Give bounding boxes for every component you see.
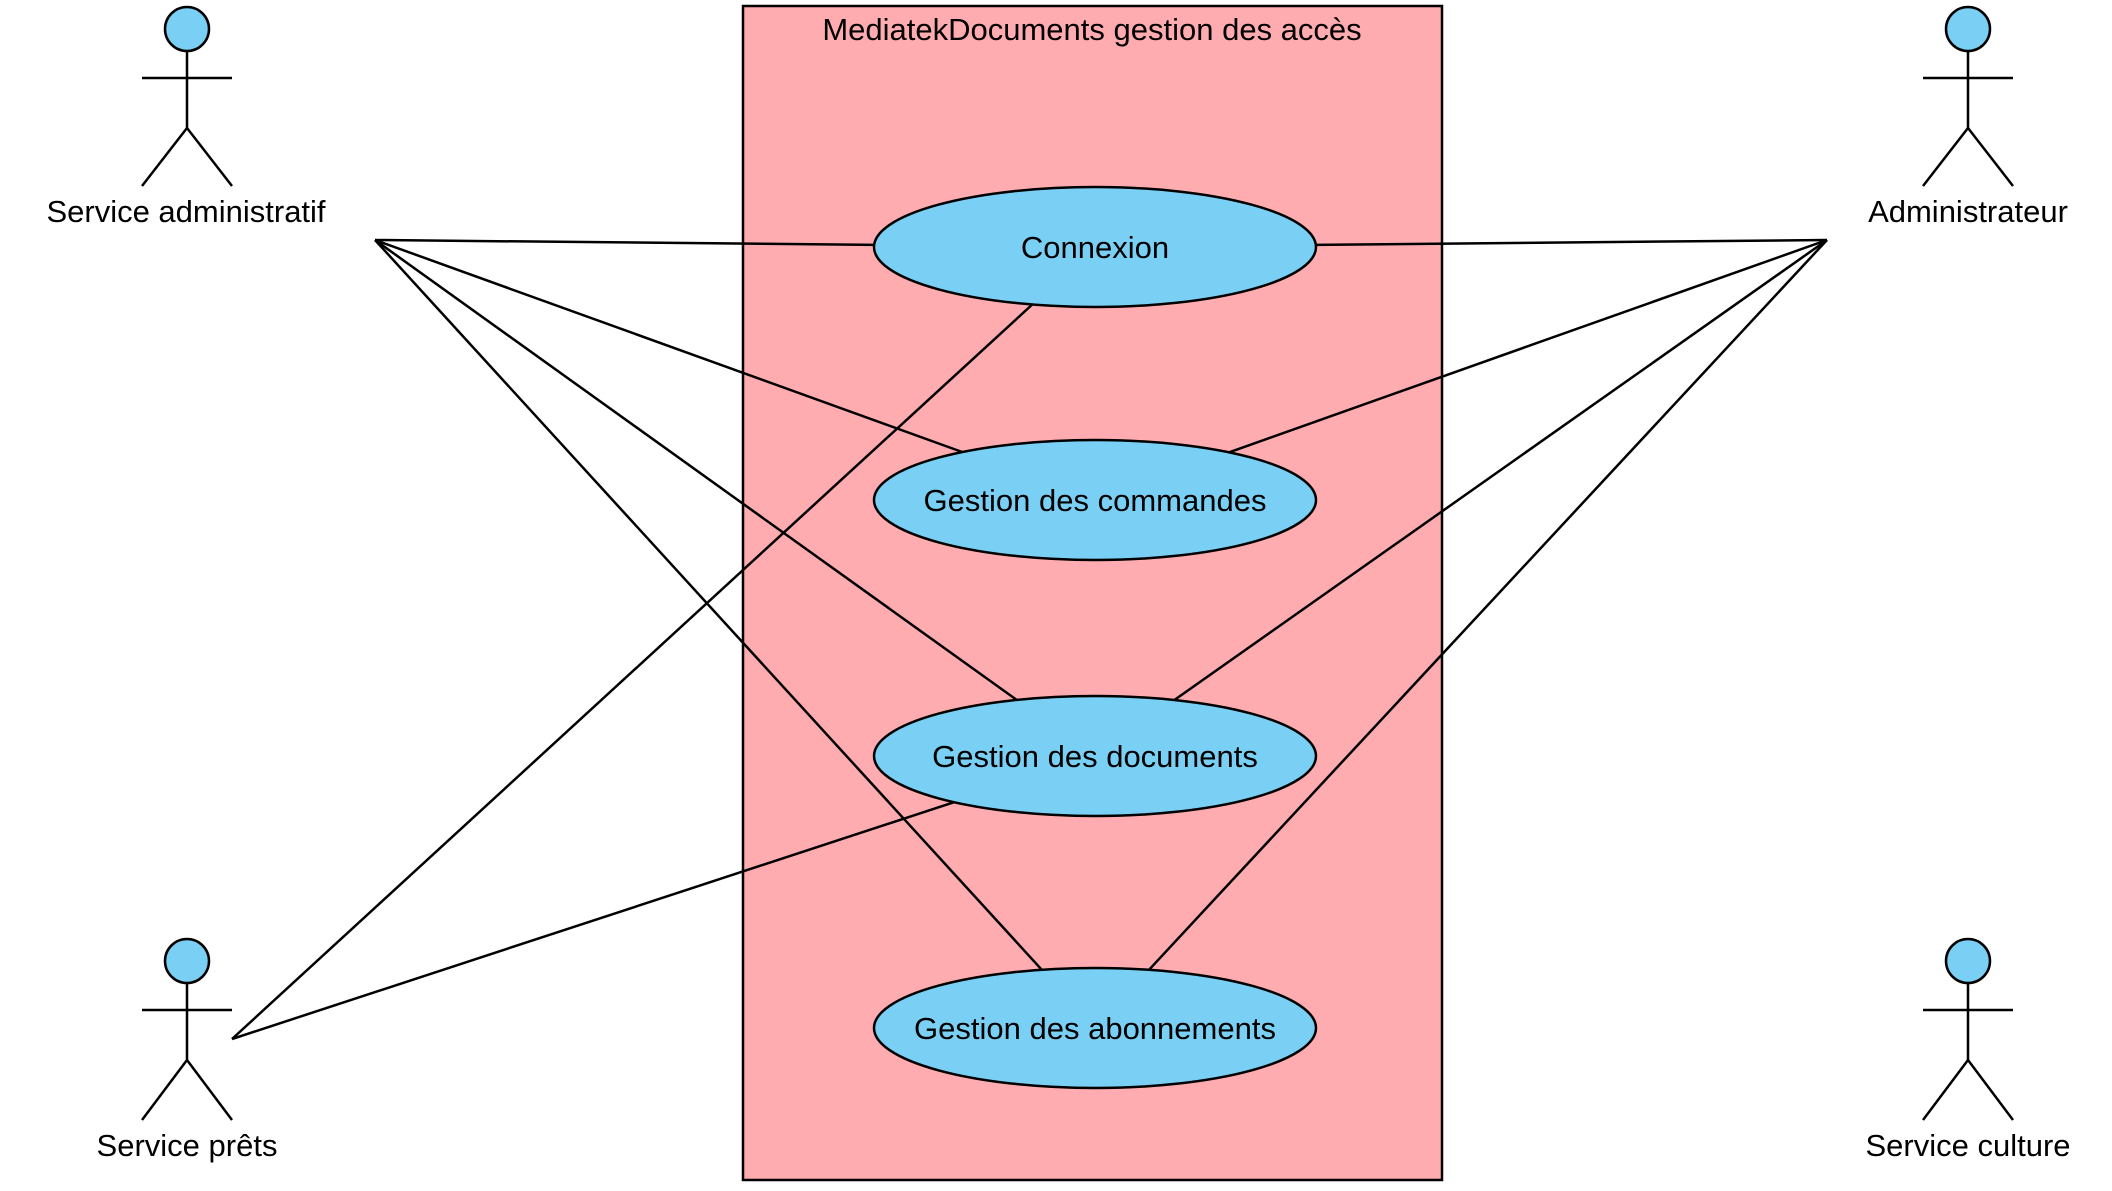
actor-label: Service prêts — [97, 1128, 278, 1163]
association-admin_service-commandes — [374, 238, 963, 454]
use-case-label: Gestion des abonnements — [914, 1011, 1276, 1046]
association-administrateur-commandes — [1228, 238, 1828, 454]
actor-left-leg — [1922, 1059, 1969, 1121]
actor-head — [1944, 5, 1992, 53]
actor-head — [1944, 937, 1992, 985]
association-admin_service-abonnements — [374, 239, 1043, 971]
use-case-ellipse — [872, 185, 1318, 309]
use-case-abonnements[interactable]: Gestion des abonnements — [872, 966, 1318, 1090]
association-administrateur-documents — [1173, 238, 1828, 702]
actor-right-leg — [186, 127, 233, 187]
actor-service-culture[interactable] — [1922, 937, 2014, 1121]
actor-left-leg — [141, 127, 188, 187]
use-case-label: Connexion — [1021, 230, 1169, 265]
association-administrateur-connexion — [1315, 238, 1828, 247]
use-case-commandes[interactable]: Gestion des commandes — [872, 438, 1318, 562]
use-case-ellipse — [872, 694, 1318, 818]
system-title: MediatekDocuments gestion des accès — [822, 12, 1361, 47]
actor-right-leg — [1967, 127, 2014, 187]
use-case-ellipse — [872, 966, 1318, 1090]
actor-right-leg — [1967, 1059, 2014, 1121]
use-case-label: Gestion des documents — [932, 739, 1258, 774]
actor-left-leg — [1922, 127, 1969, 187]
actor-head — [163, 5, 211, 53]
actor-label: Service culture — [1865, 1128, 2070, 1163]
actor-left-leg — [141, 1059, 188, 1121]
association-admin_service-connexion — [374, 238, 875, 247]
use-case-documents[interactable]: Gestion des documents — [872, 694, 1318, 818]
association-prets-connexion — [231, 303, 1034, 1040]
actor-right-leg — [186, 1059, 233, 1121]
use-case-ellipse — [872, 438, 1318, 562]
association-admin_service-documents — [374, 238, 1018, 701]
use-case-label: Gestion des commandes — [924, 483, 1267, 518]
actor-service-prets[interactable] — [141, 937, 233, 1121]
actor-head — [163, 937, 211, 985]
actor-label: Service administratif — [46, 194, 325, 229]
actor-administrateur[interactable] — [1922, 5, 2014, 187]
actor-label: Administrateur — [1868, 194, 2068, 229]
actor-service-administratif[interactable] — [141, 5, 233, 187]
association-prets-documents — [231, 801, 955, 1041]
association-administrateur-abonnements — [1148, 239, 1828, 971]
associations — [231, 238, 1828, 1041]
use-case-connexion[interactable]: Connexion — [872, 185, 1318, 309]
